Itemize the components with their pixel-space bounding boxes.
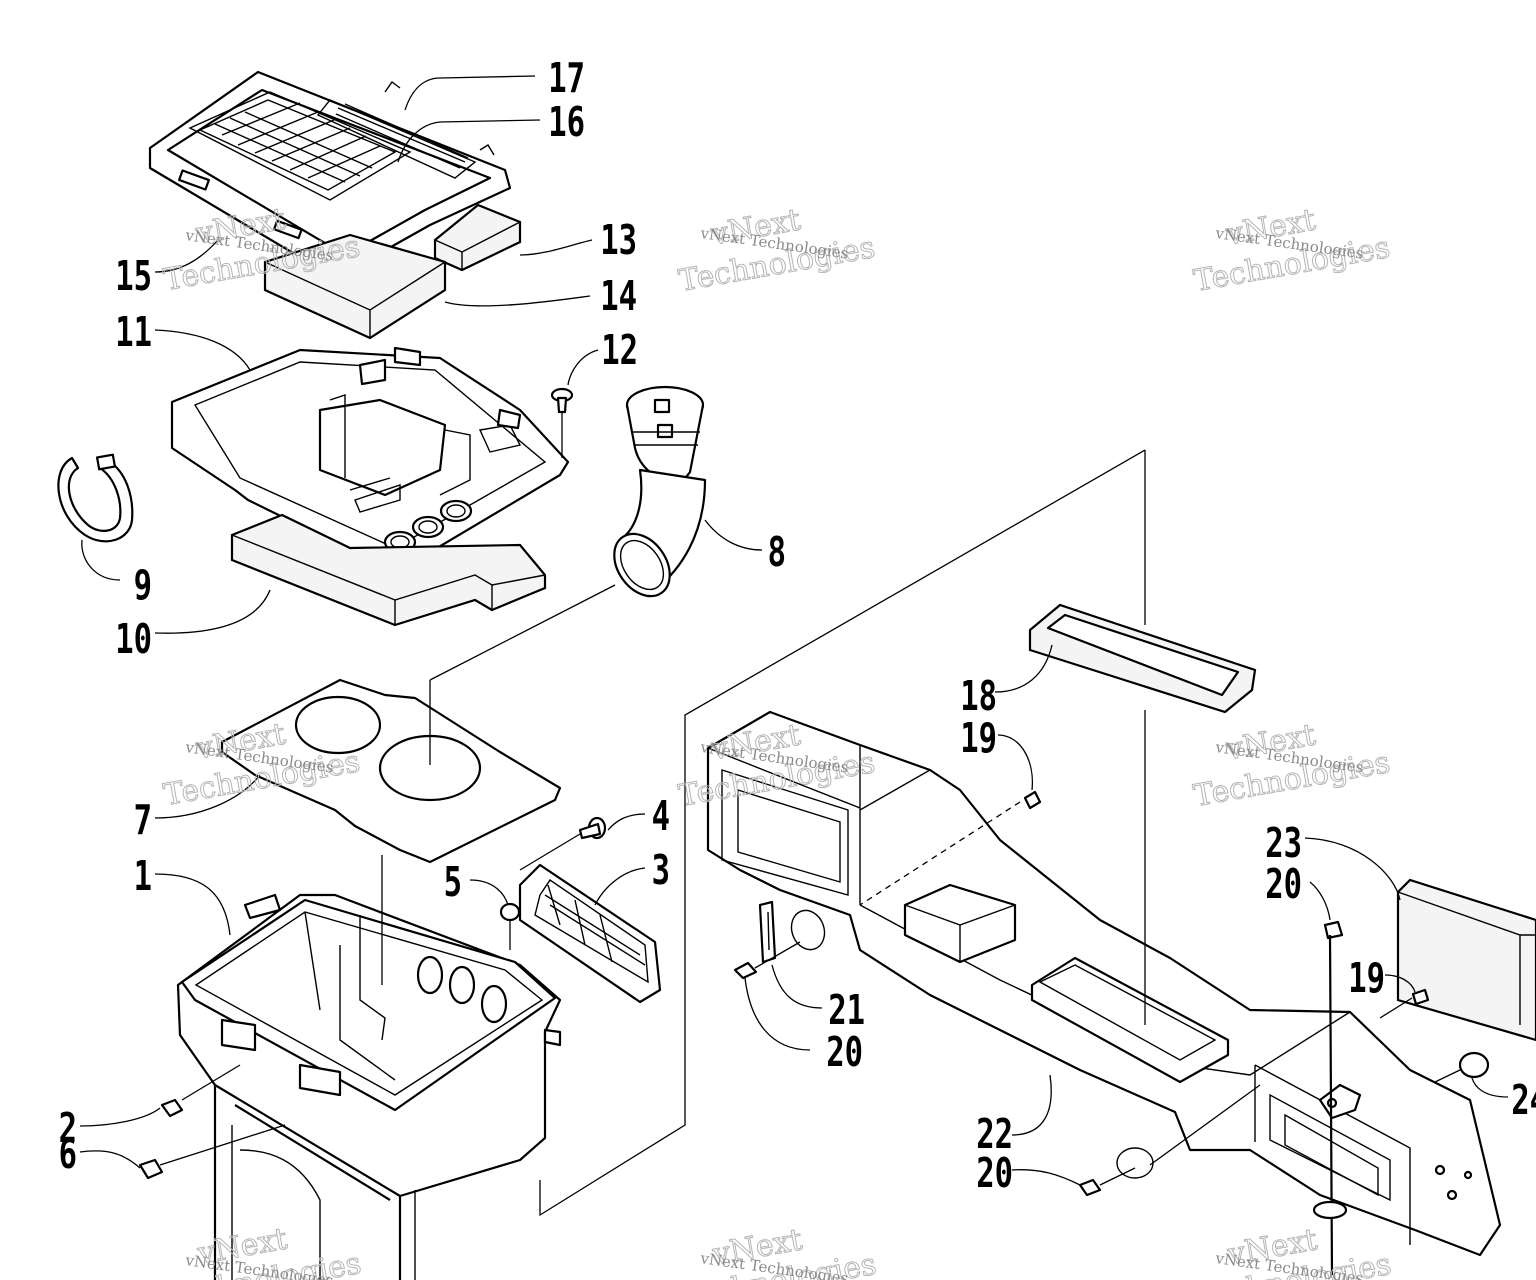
intake-duct-22 [706,710,1502,1257]
callout-12: 12 [601,325,638,374]
callout-5: 5 [444,857,462,906]
callout-17: 17 [548,53,585,102]
callout-8: 8 [768,527,786,576]
grommet-2 [160,1064,241,1118]
screw-12 [550,387,574,458]
callout-20: 20 [826,1027,863,1076]
cap-24 [1458,1051,1490,1079]
gasket-3 [518,863,662,1004]
foam-23 [1396,878,1536,1042]
callout-10: 10 [115,614,152,663]
filter-foam-10 [230,513,547,627]
air-box-body [176,893,562,1280]
callout-21: 21 [828,985,865,1034]
clamp-9 [57,453,134,543]
callout-20: 20 [1265,859,1302,908]
strap-21 [758,900,826,964]
filter-foam-14 [263,233,447,340]
callout-19: 19 [960,713,997,762]
assembly-lines [381,449,1461,1217]
callout-3: 3 [652,845,670,894]
callout-16: 16 [548,97,585,146]
callout-7: 7 [134,795,152,844]
callout-20: 20 [976,1148,1013,1197]
clip-6 [138,1124,286,1180]
callout-4: 4 [652,791,670,840]
callout-18: 18 [960,671,997,720]
callout-1: 1 [134,851,152,900]
air-box-tray [170,346,570,572]
callouts: 17 16 13 15 14 11 12 9 8 10 18 19 7 4 3 … [59,53,1536,1197]
filter-foam-13 [433,203,522,272]
baffle-plate-7 [220,678,562,864]
callout-22: 22 [976,1109,1013,1158]
bolt-4 [519,816,607,871]
callout-23: 23 [1265,818,1302,867]
seal-frame-18 [1028,603,1257,714]
callout-19: 19 [1348,953,1385,1002]
callout-6: 6 [59,1129,77,1178]
air-box-cover [148,70,512,277]
callout-13: 13 [600,215,637,264]
callout-24: 24 [1511,1075,1536,1124]
callout-15: 15 [115,251,152,300]
leader-lines [79,75,1509,1186]
fasteners [733,790,1430,1276]
callout-11: 11 [115,307,152,356]
callout-9: 9 [134,560,152,609]
plug-5 [499,902,521,950]
callout-14: 14 [600,271,637,320]
callout-2: 2 [59,1103,77,1152]
intake-boot-8 [613,385,707,598]
